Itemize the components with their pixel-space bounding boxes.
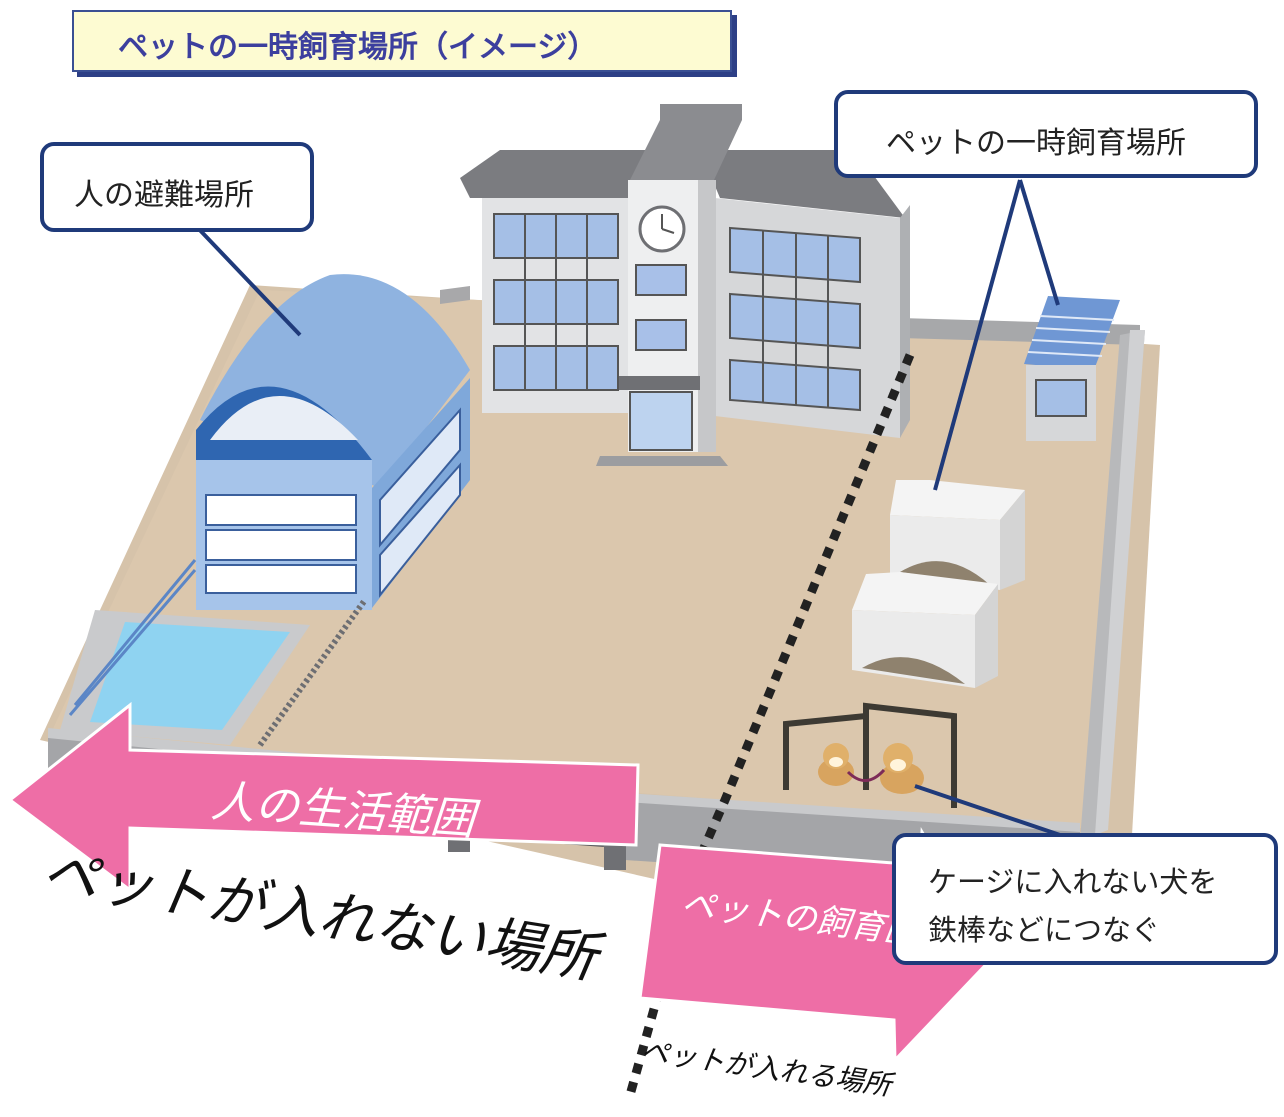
pet-building-window — [1035, 379, 1087, 417]
page-title: ペットの一時飼育場所（イメージ） — [118, 30, 598, 65]
front-wall-right-top — [625, 793, 1080, 832]
gym-front-windows — [205, 494, 357, 594]
callout-pet-shelter: ペットの一時飼育場所 — [834, 90, 1258, 178]
tower-side — [698, 180, 716, 452]
leader-pet-shelter-tent — [933, 179, 1022, 491]
tower-window — [635, 319, 687, 351]
entrance-steps — [596, 456, 728, 466]
leader-human-shelter — [193, 223, 302, 337]
main-building-side — [900, 205, 910, 438]
left-arrow-caption: ペットが入れない場所 — [38, 840, 609, 993]
pool-water — [90, 622, 290, 730]
left-pink-arrow — [7, 701, 640, 893]
tent — [852, 572, 998, 688]
dog-icon — [880, 743, 924, 794]
leader-dog-note — [914, 784, 1061, 837]
callout-dog-note-line1: ケージに入れない犬を — [928, 865, 1218, 899]
title-box: ペットの一時飼育場所（イメージ） — [72, 10, 732, 72]
callout-pet-shelter-text: ペットの一時飼育場所 — [886, 126, 1186, 161]
tower-roof — [630, 104, 742, 180]
dog-icon — [818, 743, 854, 786]
entrance-door — [629, 391, 693, 451]
callout-dog-note-line2: 鉄棒などにつなぐ — [928, 913, 1161, 947]
leader-pet-shelter-building — [1018, 179, 1060, 306]
left-fence — [68, 559, 197, 716]
gym-side-windows — [379, 407, 461, 598]
right-wall-top — [1095, 330, 1145, 835]
leash — [846, 768, 886, 782]
gym-roof-window — [210, 396, 358, 440]
right-arrow-caption: ペットが入れる場所 — [639, 1034, 897, 1102]
back-wall — [440, 286, 470, 304]
clock-hands — [661, 214, 675, 234]
iron-bars — [783, 702, 957, 808]
right-wing-mullions — [762, 230, 829, 408]
callout-human-shelter-text: 人の避難場所 — [74, 178, 254, 213]
pet-building-roof — [1024, 296, 1120, 370]
tower-window — [635, 264, 687, 296]
main-building-roof-left — [460, 150, 650, 198]
left-wing-mullions — [524, 214, 588, 390]
tent — [890, 480, 1025, 590]
callout-human-shelter: 人の避難場所 — [40, 142, 314, 232]
pet-building-roof-slats — [1027, 315, 1115, 357]
callout-dog-note: ケージに入れない犬を 鉄棒などにつなぐ — [892, 833, 1278, 965]
entrance-canopy — [614, 376, 700, 390]
